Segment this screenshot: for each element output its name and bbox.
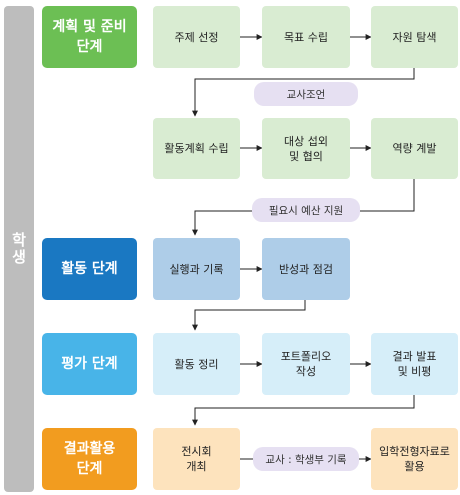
step-competency-dev: 역량 계발 — [371, 118, 458, 179]
step-reflect-check: 반성과 점검 — [262, 238, 350, 300]
stage-activity: 활동 단계 — [42, 238, 137, 300]
student-label: 학생 — [4, 6, 34, 492]
stage-evaluation: 평가 단계 — [42, 333, 137, 395]
note-record-keeping: 교사 : 학생부 기록 — [253, 447, 359, 471]
step-contact-consult: 대상 섭외 및 협의 — [262, 118, 350, 179]
note-teacher-advice: 교사조언 — [254, 82, 358, 106]
step-portfolio: 포트폴리오 작성 — [262, 333, 350, 395]
stage-planning: 계획 및 준비 단계 — [42, 6, 137, 68]
stage-result: 결과활용 단계 — [42, 428, 137, 490]
step-activity-summary: 활동 정리 — [153, 333, 240, 395]
step-activity-plan: 활동계획 수립 — [153, 118, 240, 179]
note-budget-support: 필요시 예산 지원 — [252, 198, 360, 222]
step-admission-use: 입학전형자료로 활용 — [371, 428, 458, 490]
step-present-critique: 결과 발표 및 비평 — [371, 333, 458, 395]
step-goal-setting: 목표 수립 — [262, 6, 350, 68]
step-execute-record: 실행과 기록 — [153, 238, 240, 300]
step-exhibition: 전시회 개최 — [153, 428, 240, 490]
step-resource-search: 자원 탐색 — [371, 6, 458, 68]
step-topic-selection: 주제 선정 — [153, 6, 240, 68]
